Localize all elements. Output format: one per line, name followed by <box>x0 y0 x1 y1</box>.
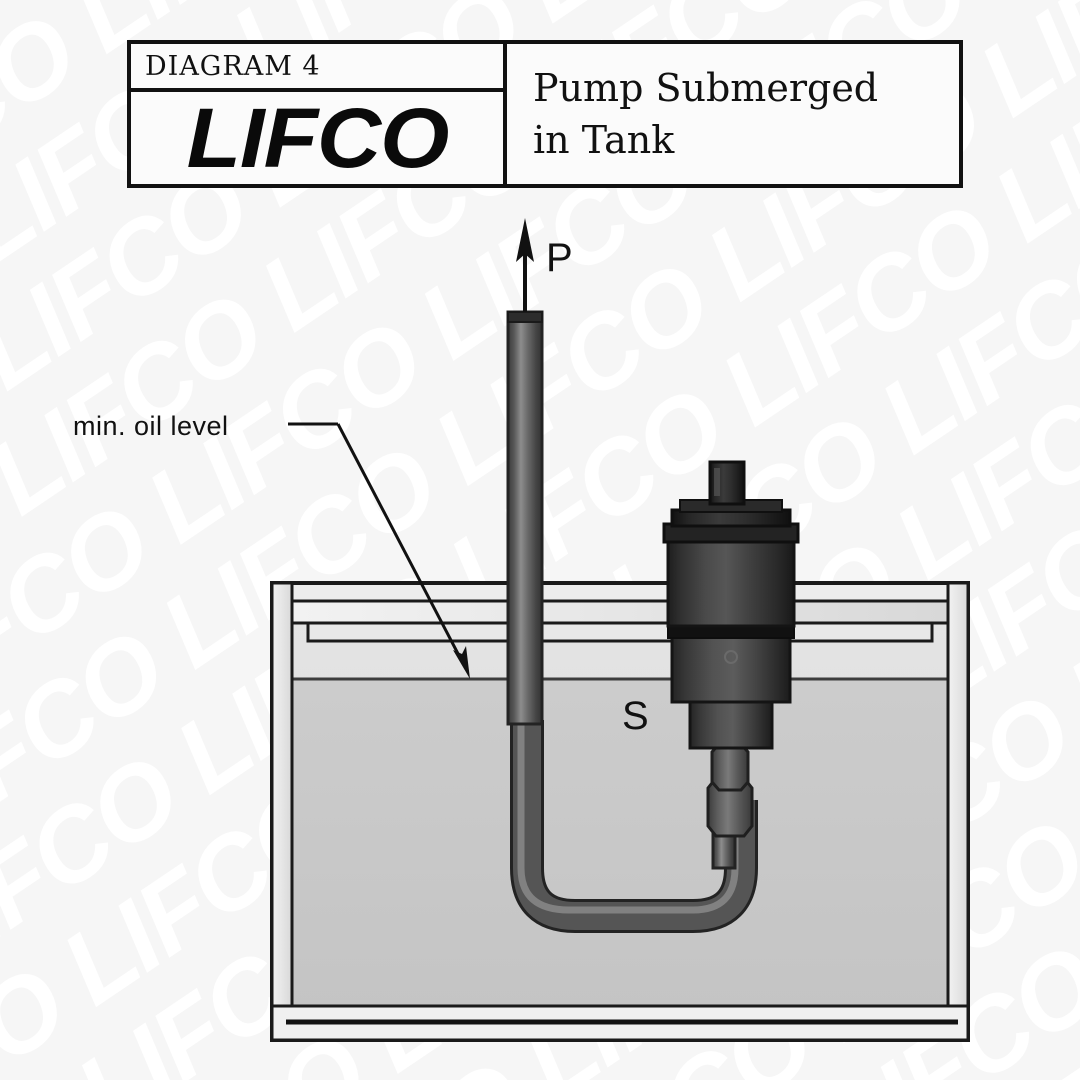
tank-right-wall <box>946 581 970 1042</box>
leader-arrow-head <box>453 646 470 679</box>
suction-hex-nut-upper <box>710 742 750 792</box>
tank-rim-lip <box>306 621 934 643</box>
pipe-assembly <box>506 218 758 933</box>
pump-bottom-flange <box>688 696 774 750</box>
tank-oil-volume <box>292 679 948 1022</box>
pump-motor-barrel <box>666 536 796 628</box>
pressure-arrow-head <box>516 218 534 262</box>
pump-port-marking <box>724 650 738 664</box>
leader-diagonal-segment <box>336 423 468 670</box>
pressure-port-label: P <box>546 236 573 280</box>
suction-pipe-highlight <box>517 722 739 914</box>
pump-lower-barrel <box>670 634 792 704</box>
lifco-logo: LIFCO <box>186 91 449 185</box>
min-oil-level-leader <box>288 422 470 679</box>
suction-pipe-body <box>513 720 755 930</box>
suction-port-label: S <box>622 694 649 738</box>
diagram-title-line2: in Tank <box>533 118 675 162</box>
brand-logo-cell: LIFCO <box>131 92 503 184</box>
tank-top-rim <box>290 599 950 625</box>
title-block-left: DIAGRAM 4 LIFCO <box>131 44 507 184</box>
pump-terminal-highlight <box>714 468 720 496</box>
tank-left-wall <box>270 581 294 1042</box>
diagram-number-label: DIAGRAM 4 <box>131 44 503 92</box>
discharge-riser-pipe <box>506 310 544 726</box>
tank-assembly <box>270 581 970 1042</box>
diagram-title-line1: Pump Submerged <box>533 66 879 110</box>
discharge-riser-top-cap <box>507 311 543 323</box>
title-block: DIAGRAM 4 LIFCO Pump Submerged in Tank <box>127 40 963 188</box>
title-block-right: Pump Submerged in Tank <box>507 44 959 184</box>
pump-assembly <box>662 460 800 870</box>
min-oil-level-label: min. oil level <box>73 411 229 441</box>
